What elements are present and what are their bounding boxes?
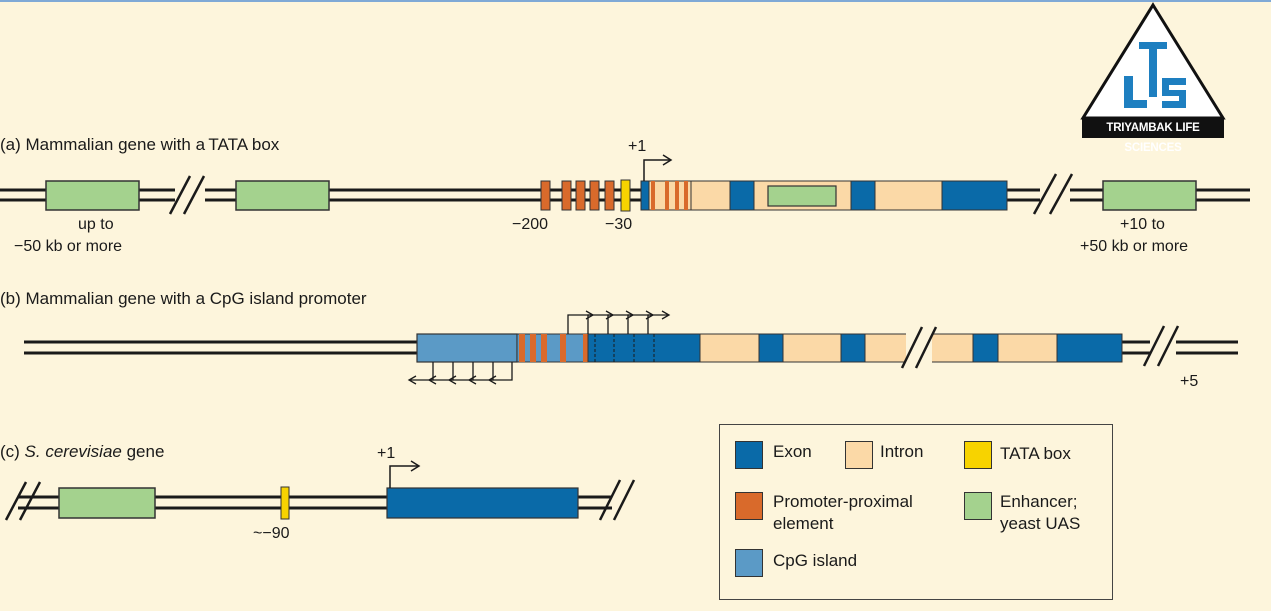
legend-tata-swatch — [964, 441, 992, 469]
panel-a-break-left — [168, 175, 206, 215]
panel-c-tss-arrow — [389, 465, 418, 488]
panel-a-enhancer-2 — [235, 180, 330, 211]
panel-c-break-left — [4, 481, 42, 521]
panel-c-enhancer — [58, 487, 156, 519]
triyambak-logo — [1080, 2, 1226, 120]
panel-c-pos-90: ~−90 — [253, 525, 290, 542]
panel-a-pos-30: −30 — [605, 216, 633, 233]
panel-c-tss-label: +1 — [377, 445, 396, 462]
legend-promoter-label-2: element — [773, 514, 834, 533]
legend: Exon Intron TATA box Promoter-proximal e… — [719, 424, 1113, 600]
panel-b-title: (b) Mammalian gene with a CpG island pro… — [0, 289, 367, 308]
panel-a-enhancer-3 — [1102, 180, 1197, 211]
panel-a-promoter-elements — [540, 180, 615, 211]
legend-tata-label: TATA box — [1000, 444, 1071, 463]
panel-b-forward-tss-arrows — [567, 310, 671, 334]
panel-c-tata-box — [280, 486, 290, 520]
panel-c-title: (c) S. cerevisiae gene — [0, 442, 164, 462]
legend-enhancer-label-2: yeast UAS — [1000, 514, 1081, 533]
panel-b-break-right — [1142, 325, 1180, 367]
legend-exon-label: Exon — [773, 442, 812, 461]
panel-a-tata-box — [620, 179, 631, 212]
panel-c-title-species: S. cerevisiae — [24, 442, 122, 461]
panel-c-title-prefix: (c) — [0, 442, 25, 461]
legend-cpg-label: CpG island — [773, 551, 858, 570]
panel-b-cpg-island — [416, 333, 588, 363]
legend-intron-label: Intron — [880, 442, 924, 461]
panel-b-break-middle — [900, 326, 938, 369]
legend-enhancer-label-1: Enhancer; — [1000, 492, 1078, 511]
panel-a-tss-arrow — [643, 159, 670, 181]
panel-a-right-distance-2: +50 kb or more — [1080, 238, 1189, 255]
panel-a-pos-200: −200 — [512, 216, 549, 233]
panel-b-right-label: +5 — [1180, 373, 1199, 390]
panel-b-gene-body — [587, 333, 1123, 363]
panel-a-left-distance-2: −50 kb or more — [14, 238, 123, 255]
legend-enhancer-swatch — [964, 492, 992, 520]
legend-promoter-label-1: Promoter-proximal — [773, 492, 913, 511]
panel-a-left-distance-1: up to — [78, 216, 114, 233]
panel-a-right-distance-1: +10 to — [1120, 216, 1165, 233]
top-border — [0, 0, 1271, 2]
logo-text: TRIYAMBAK LIFE SCIENCES — [1082, 118, 1224, 154]
legend-cpg-swatch — [735, 549, 763, 577]
panel-b-reverse-tss-arrows — [407, 362, 513, 385]
legend-exon-swatch — [735, 441, 763, 469]
legend-intron-swatch — [845, 441, 873, 469]
legend-promoter-swatch — [735, 492, 763, 520]
panel-a-break-right — [1032, 173, 1074, 215]
panel-c-title-suffix: gene — [121, 442, 165, 461]
panel-a-title: (a) Mammalian gene with a TATA box — [0, 135, 280, 154]
panel-a-enhancer-1 — [45, 180, 140, 211]
panel-c-break-right — [598, 479, 636, 521]
panel-a-tss-label: +1 — [628, 138, 647, 155]
panel-a-gene-body — [640, 180, 1008, 211]
panel-c-exon — [386, 487, 579, 519]
